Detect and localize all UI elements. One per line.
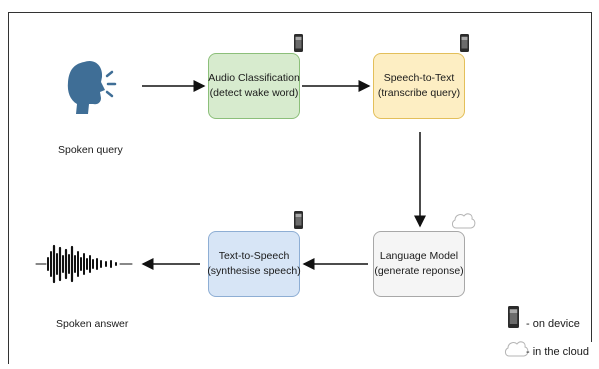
speech-to-text-box: Speech-to-Text (transcribe query) [373, 53, 465, 119]
audio-classification-title: Audio Classification [208, 72, 300, 84]
frame-border-top [8, 12, 592, 13]
phone-icon [508, 306, 519, 328]
phone-icon [294, 34, 303, 52]
cloud-icon [505, 341, 529, 357]
language-model-title: Language Model [379, 250, 459, 262]
audio-classification-box: Audio Classification (detect wake word) [208, 53, 300, 119]
language-model-subtitle: (generate reponse) [374, 265, 464, 277]
frame-border-left [8, 12, 9, 364]
phone-icon [460, 34, 469, 52]
phone-icon [294, 211, 303, 229]
speaking-head-icon [67, 60, 117, 114]
text-to-speech-box: Text-to-Speech (synthesise speech) [207, 231, 301, 297]
text-to-speech-subtitle: (synthesise speech) [207, 265, 301, 277]
legend-in-cloud: - in the cloud [526, 346, 589, 358]
waveform-icon [35, 244, 133, 284]
legend-on-device: - on device [526, 318, 580, 330]
cloud-icon [452, 213, 476, 229]
speech-to-text-subtitle: (transcribe query) [377, 87, 461, 99]
audio-classification-subtitle: (detect wake word) [209, 87, 299, 99]
text-to-speech-title: Text-to-Speech [218, 250, 290, 262]
speech-to-text-title: Speech-to-Text [383, 72, 455, 84]
language-model-box: Language Model (generate reponse) [373, 231, 465, 297]
frame-border-right [591, 12, 592, 342]
spoken-query-label: Spoken query [58, 144, 123, 156]
spoken-answer-label: Spoken answer [56, 318, 129, 330]
